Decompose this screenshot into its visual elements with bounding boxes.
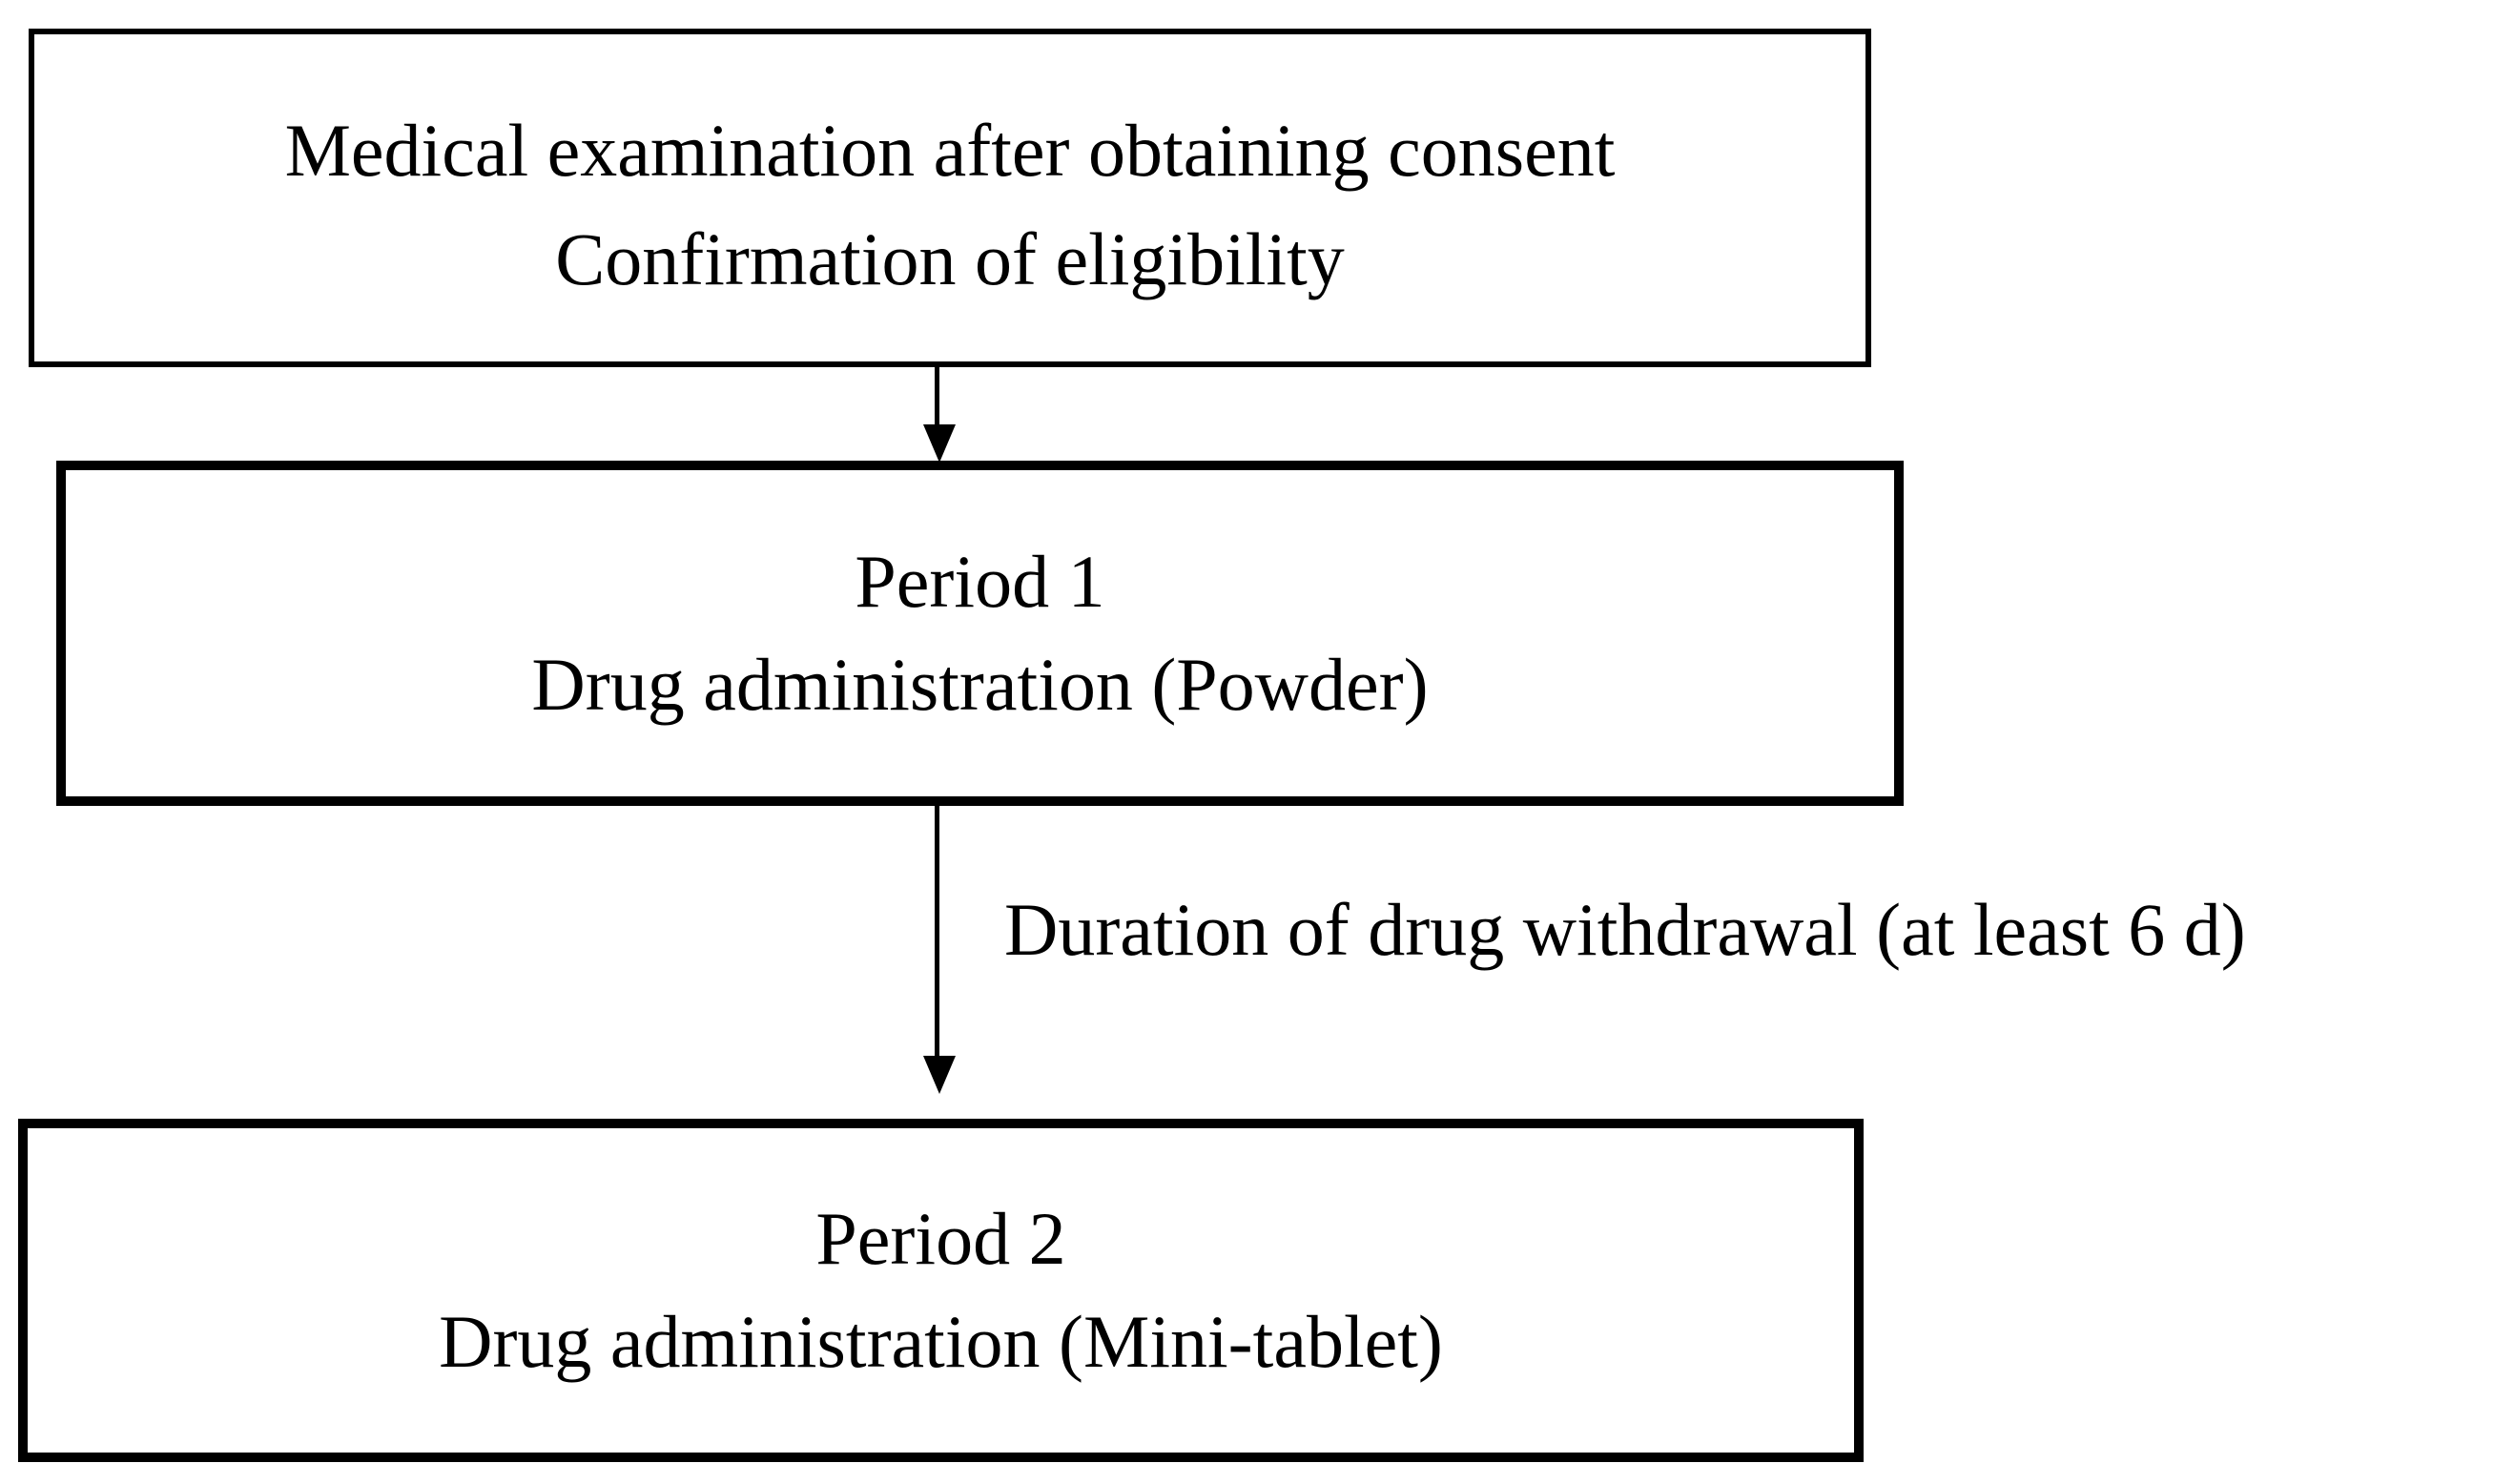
flow-node-screening-line-2: Confirmation of eligibility xyxy=(555,216,1345,300)
flow-node-period2-line-2: Drug administration (Mini-tablet) xyxy=(439,1300,1443,1383)
arrowhead-down-icon xyxy=(923,424,956,463)
flow-arrow-period1-to-period2 xyxy=(923,804,956,1097)
arrowhead-down-icon xyxy=(923,1056,956,1094)
arrow-stem xyxy=(935,365,939,428)
flow-node-period2-line-1: Period 2 xyxy=(815,1197,1066,1280)
flow-node-screening: Medical examination after obtaining cons… xyxy=(29,29,1871,367)
flow-edge-label-washout: Duration of drug withdrawal (at least 6 … xyxy=(1004,888,2246,971)
flow-node-period1-line-2: Drug administration (Powder) xyxy=(531,643,1429,726)
arrow-stem xyxy=(935,804,939,1060)
flow-node-period1-line-1: Period 1 xyxy=(855,540,1105,623)
flow-node-period1: Period 1 Drug administration (Powder) xyxy=(56,461,1904,806)
flow-node-screening-line-1: Medical examination after obtaining cons… xyxy=(284,108,1616,192)
flow-node-period2: Period 2 Drug administration (Mini-table… xyxy=(18,1119,1864,1462)
flow-arrow-screening-to-period1 xyxy=(923,365,956,463)
